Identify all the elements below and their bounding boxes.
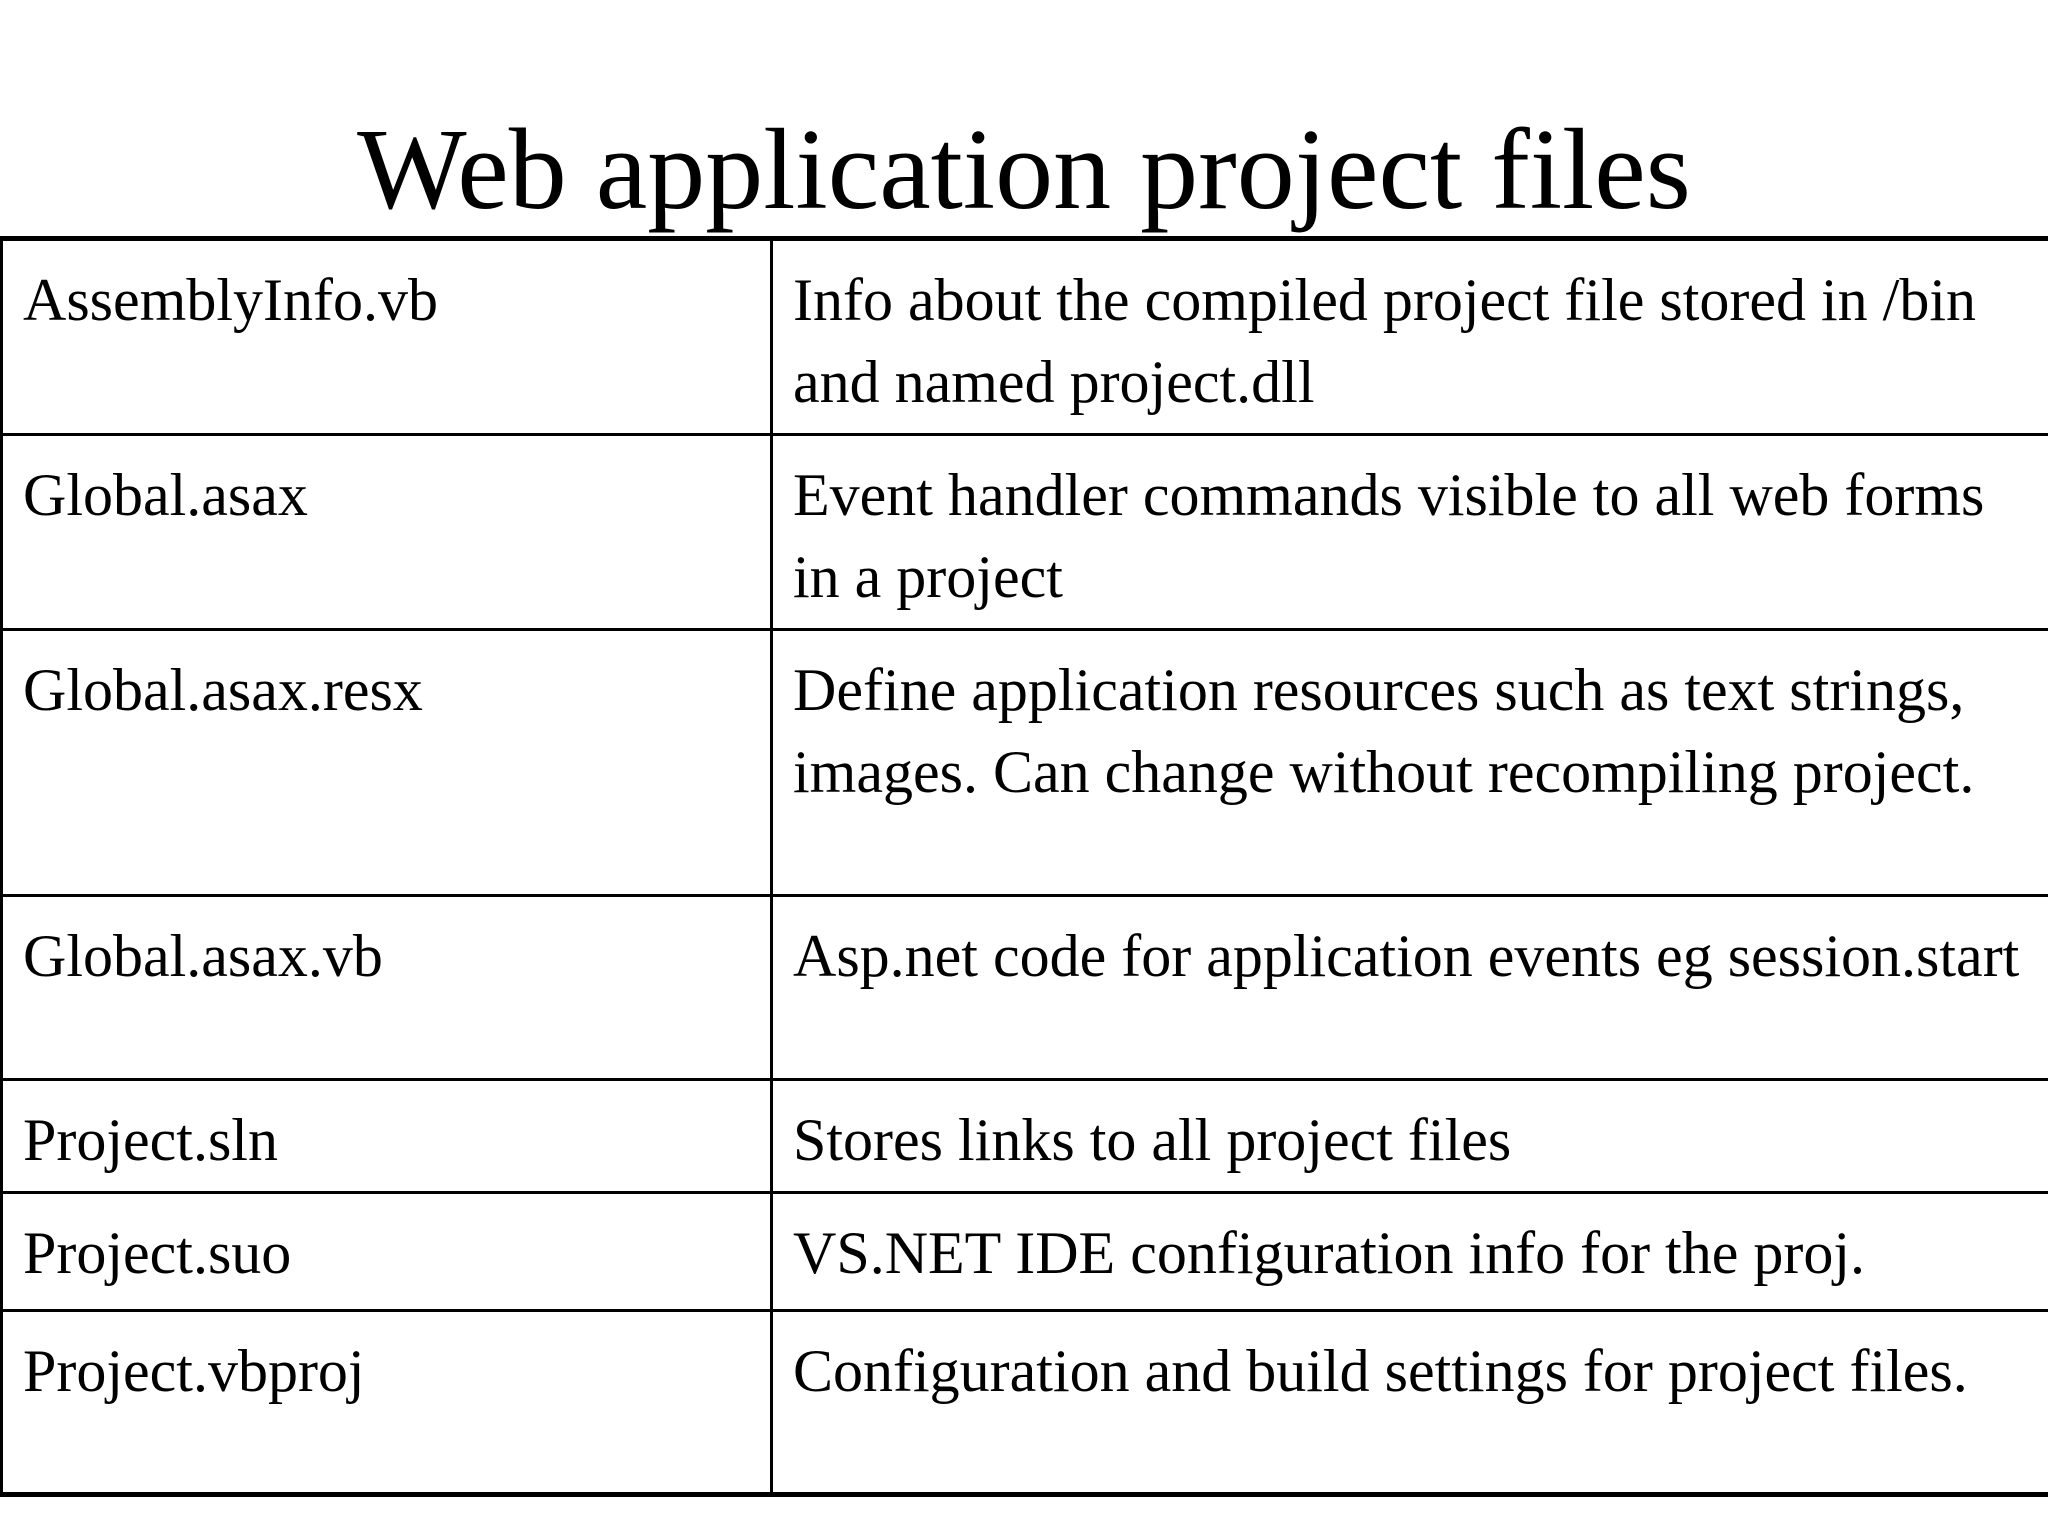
file-description-cell: Asp.net code for application events eg s… [770, 894, 2048, 1081]
file-name-cell: Project.sln [0, 1078, 773, 1194]
table-row: Project.vbproj Configuration and build s… [0, 1309, 2048, 1496]
slide-title: Web application project files [357, 106, 1691, 234]
file-description-cell: Stores links to all project files [770, 1078, 2048, 1194]
table-row: Global.asax.resx Define application reso… [0, 628, 2048, 897]
file-description-cell: Define application resources such as tex… [770, 628, 2048, 897]
file-name-cell: Global.asax [0, 433, 773, 631]
table-row: Global.asax Event handler commands visib… [0, 433, 2048, 631]
file-description-cell: Configuration and build settings for pro… [770, 1309, 2048, 1496]
table-row: AssemblyInfo.vb Info about the compiled … [0, 237, 2048, 436]
file-name-cell: Global.asax.resx [0, 628, 773, 897]
table-row: Project.sln Stores links to all project … [0, 1078, 2048, 1194]
project-files-table: AssemblyInfo.vb Info about the compiled … [0, 236, 2048, 1497]
file-description-cell: Event handler commands visible to all we… [770, 433, 2048, 631]
file-name-cell: Project.vbproj [0, 1309, 773, 1496]
file-name-cell: Global.asax.vb [0, 894, 773, 1081]
file-name-cell: Project.suo [0, 1191, 773, 1312]
table-row: Project.suo VS.NET IDE configuration inf… [0, 1191, 2048, 1312]
table-row: Global.asax.vb Asp.net code for applicat… [0, 894, 2048, 1081]
file-name-cell: AssemblyInfo.vb [0, 237, 773, 436]
file-description-cell: VS.NET IDE configuration info for the pr… [770, 1191, 2048, 1312]
file-description-cell: Info about the compiled project file sto… [770, 237, 2048, 436]
